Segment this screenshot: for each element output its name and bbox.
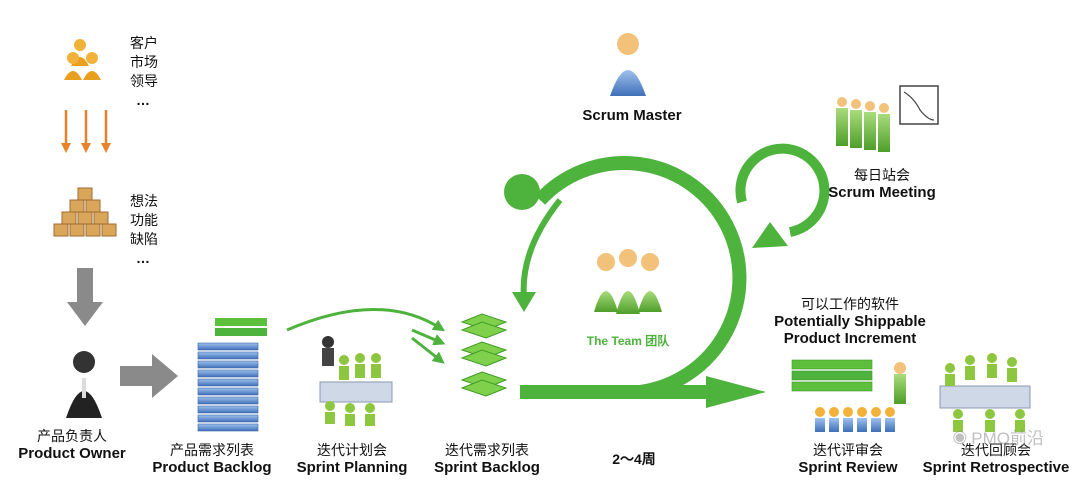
sources-list: 客户 市场 领导 … bbox=[130, 34, 158, 110]
input-item: 功能 bbox=[130, 212, 158, 228]
source-item: 客户 bbox=[130, 35, 158, 51]
daily-scrum-loop bbox=[735, 143, 830, 248]
source-item: … bbox=[136, 92, 150, 108]
scrum-meeting-icon bbox=[836, 85, 939, 152]
sprint-backlog-label: 迭代需求列表 Sprint Backlog bbox=[434, 442, 540, 476]
product-owner-icon bbox=[66, 351, 102, 418]
sprint-review-label: 迭代评审会 Sprint Review bbox=[798, 442, 898, 476]
team-label: The Team 团队 bbox=[586, 334, 670, 348]
sprint-retrospective-label: 迭代回顾会 Sprint Retrospective bbox=[922, 442, 1070, 476]
team-people-icon bbox=[594, 249, 662, 314]
product-owner-label: 产品负责人 Product Owner bbox=[18, 428, 126, 462]
sprint-cycle-loop bbox=[504, 156, 766, 408]
input-item: 想法 bbox=[130, 193, 158, 209]
watermark-text: PMO前沿 bbox=[971, 429, 1044, 448]
scrum-master-label: Scrum Master bbox=[582, 107, 682, 124]
scrum-master-icon bbox=[610, 33, 646, 96]
sprint-backlog-icon bbox=[460, 313, 508, 397]
source-item: 领导 bbox=[130, 73, 158, 89]
input-item: 缺陷 bbox=[130, 231, 158, 247]
duration-label: 2～4周 bbox=[612, 451, 656, 467]
increment-stack-icon bbox=[791, 359, 873, 392]
source-item: 市场 bbox=[130, 54, 158, 70]
watermark: ◉ PMO前沿 bbox=[952, 424, 1044, 449]
product-backlog-label: 产品需求列表 Product Backlog bbox=[152, 442, 272, 476]
gray-right-arrow bbox=[120, 354, 178, 398]
customers-people-icon bbox=[64, 39, 101, 80]
sprint-review-icon bbox=[815, 362, 906, 432]
sprint-planning-icon bbox=[319, 336, 393, 426]
increment-label: 可以工作的软件 Potentially Shippable Product In… bbox=[774, 296, 926, 347]
product-backlog-icon bbox=[197, 318, 267, 432]
wechat-icon: ◉ bbox=[952, 426, 968, 446]
inputs-list: 想法 功能 缺陷 … bbox=[130, 192, 158, 268]
scrum-meeting-label: 每日站会 Scrum Meeting bbox=[828, 167, 936, 201]
gray-down-arrow bbox=[67, 268, 103, 326]
input-item: … bbox=[136, 250, 150, 266]
sprint-retrospective-icon bbox=[939, 353, 1031, 432]
planning-flow-arrows bbox=[286, 308, 446, 364]
sprint-planning-label: 迭代计划会 Sprint Planning bbox=[296, 442, 408, 476]
ideas-boxes-icon bbox=[53, 187, 117, 237]
input-arrows bbox=[61, 110, 111, 153]
